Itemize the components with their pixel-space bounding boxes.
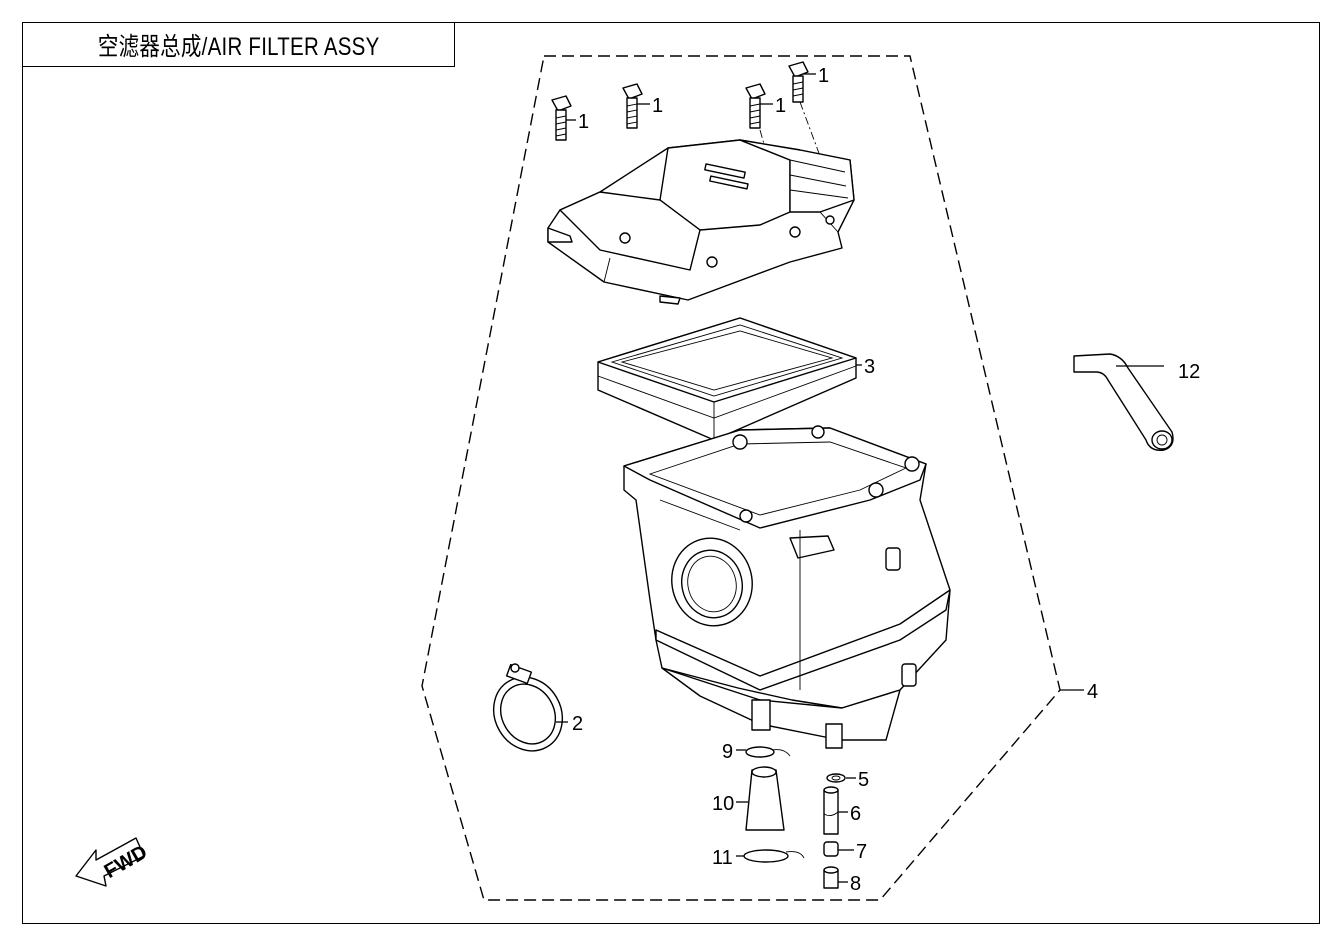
breather-tube <box>1073 353 1174 451</box>
callout-2: 2 <box>572 713 583 735</box>
drawing-frame <box>22 22 1320 924</box>
bolt-part-1d <box>788 61 809 103</box>
tube-part-6 <box>823 786 839 835</box>
filter-element <box>597 317 857 441</box>
callout-11: 11 <box>712 847 733 869</box>
spring-clip-part-11 <box>743 849 805 863</box>
callout-12: 12 <box>1178 361 1200 383</box>
assembly-boundary <box>421 55 1061 901</box>
title-block: 空滤器总成/AIR FILTER ASSY <box>22 22 455 67</box>
callout-6: 6 <box>850 803 861 825</box>
callout-3: 3 <box>864 356 875 378</box>
callout-1d: 1 <box>818 65 829 87</box>
bolt-part-1b <box>622 83 643 129</box>
callout-8: 8 <box>850 873 861 895</box>
callout-9: 9 <box>722 741 733 763</box>
hose-clamp <box>492 663 564 752</box>
callout-1c: 1 <box>775 95 786 117</box>
callout-10: 10 <box>712 793 734 815</box>
forward-direction-arrow-icon: FWD <box>75 837 151 887</box>
callout-7: 7 <box>856 841 867 863</box>
callout-5: 5 <box>858 769 869 791</box>
page-title: 空滤器总成/AIR FILTER ASSY <box>97 32 380 61</box>
bolt-part-1a <box>551 95 572 141</box>
clip-part-5 <box>826 773 846 783</box>
air-filter-housing <box>623 425 951 749</box>
clip-part-9 <box>745 746 791 758</box>
sleeve-part-10 <box>745 766 785 831</box>
callout-4: 4 <box>1087 681 1098 703</box>
plug-part-8 <box>823 866 839 889</box>
callout-1a: 1 <box>578 111 589 133</box>
clamp-part-7 <box>823 841 839 857</box>
air-box-cover <box>547 139 855 305</box>
callout-1b: 1 <box>652 95 663 117</box>
bolt-part-1c <box>745 83 766 129</box>
